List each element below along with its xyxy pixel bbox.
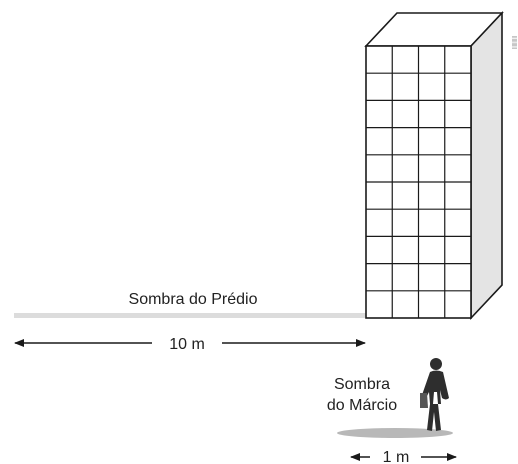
person-bag <box>420 393 428 408</box>
building-window-grid <box>366 46 471 318</box>
person-legs <box>427 404 441 431</box>
building-shadow-strip <box>14 313 366 318</box>
person-shadow-label-line1: Sombra <box>334 376 390 393</box>
building-side-face <box>470 10 503 321</box>
building-side-mark: |||||||||| <box>511 36 517 49</box>
person-body <box>422 370 449 404</box>
building-shadow-length-label: 10 m <box>169 336 205 353</box>
person-head <box>430 358 442 370</box>
person-figure <box>420 358 449 431</box>
person-shadow-length-label: 1 m <box>383 449 410 464</box>
building-shadow-label: Sombra do Prédio <box>129 291 258 308</box>
person-shadow <box>337 428 453 438</box>
person-shadow-label-line2: do Márcio <box>327 397 397 414</box>
building: |||||||||| <box>364 10 517 321</box>
